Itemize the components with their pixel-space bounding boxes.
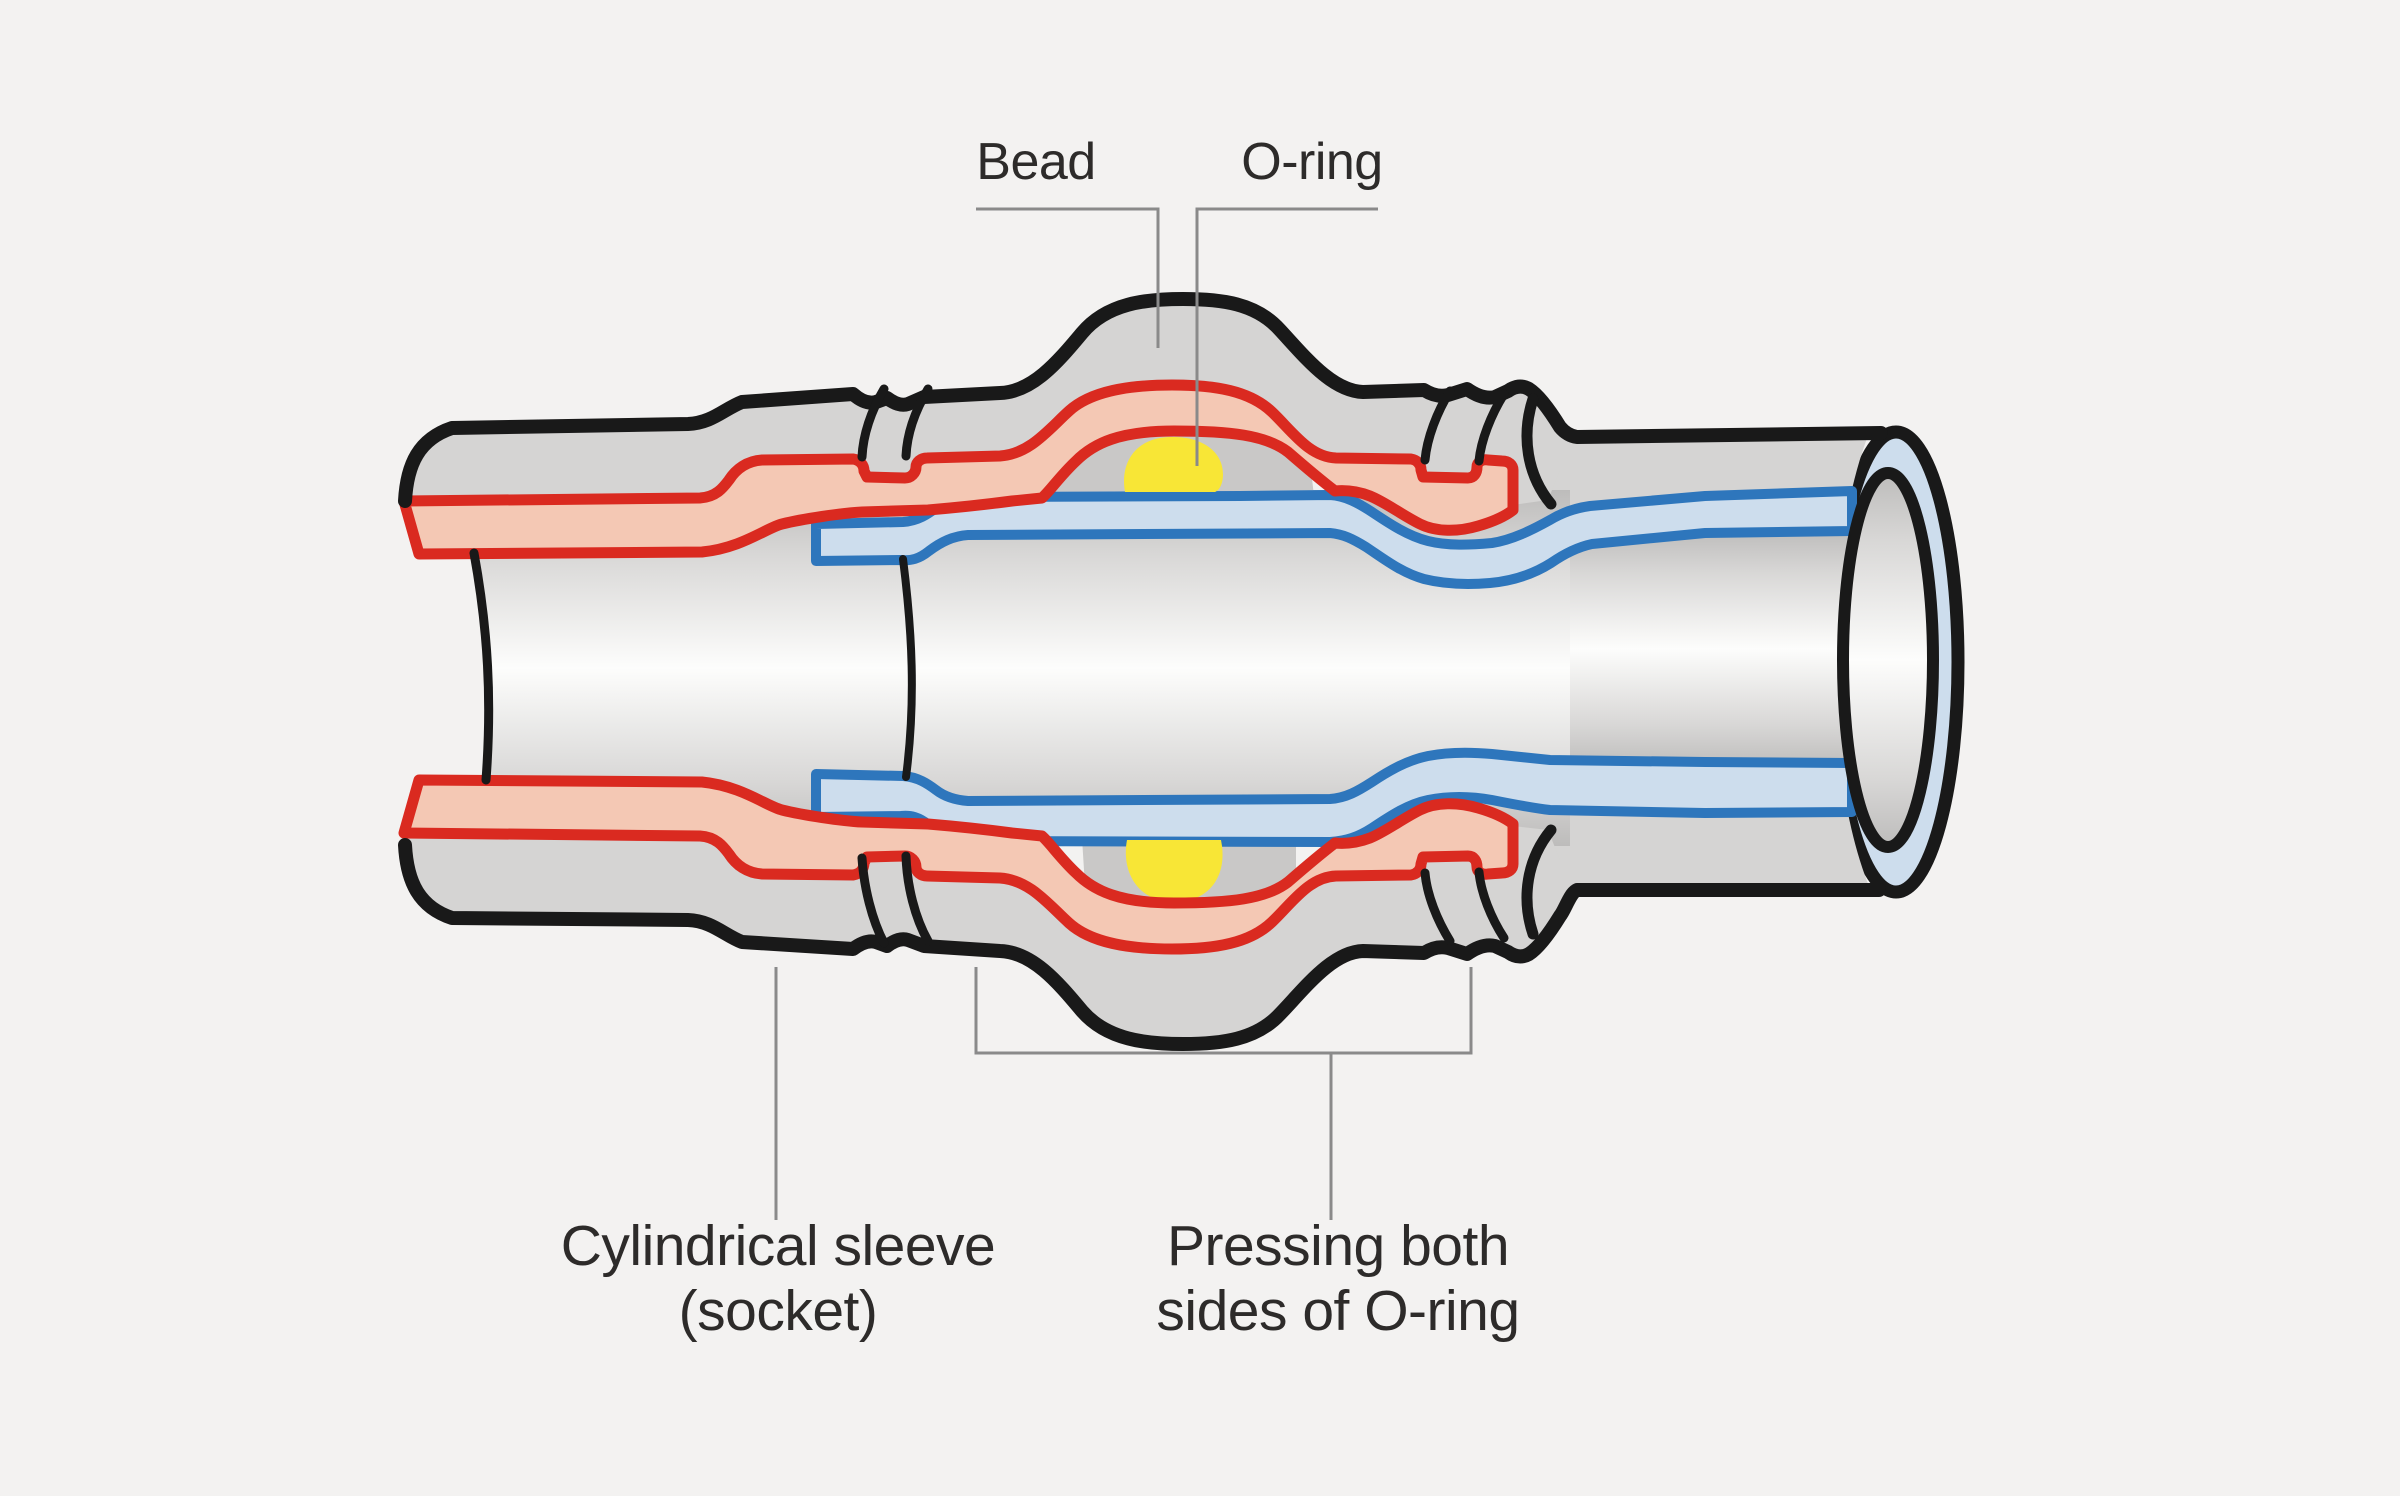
pipe-wall-upper [811, 486, 1857, 589]
socket-lip-edge-bottom [1521, 824, 1557, 940]
label-pressing: Pressing both sides of O-ring [1156, 1214, 1520, 1343]
pipe-bore-interior [1545, 530, 1851, 768]
press-mark-top-right-2 [1474, 389, 1509, 466]
press-mark-top-right-1 [1420, 386, 1455, 465]
o-ring-lower [1125, 840, 1223, 902]
label-oring: O-ring [1241, 133, 1383, 191]
press-mark-top-left-2 [901, 384, 933, 461]
socket-interior [473, 490, 1570, 846]
pipe-end-edge-inside [899, 555, 916, 781]
socket-top-outline [398, 292, 1888, 508]
leader-oring [1195, 207, 1378, 466]
outlines [398, 292, 1888, 1051]
press-mark-bottom-left-1 [857, 853, 889, 948]
socket-wall-upper [398, 379, 1519, 560]
press-mark-bottom-left-2 [901, 851, 933, 946]
socket-bottom-outline [398, 838, 1886, 1051]
socket-upper-shell [404, 299, 1577, 505]
socket-mouth-edge [469, 548, 494, 785]
press-ring-marks [857, 384, 1509, 948]
socket-wall-lower [398, 774, 1519, 955]
press-mark-top-left-1 [857, 384, 889, 462]
pipe-end-bore [1837, 467, 1939, 853]
label-bead: Bead [976, 133, 1096, 191]
socket-body [404, 299, 1577, 1044]
press-mark-bottom-right-1 [1420, 868, 1455, 946]
socket-wall-sections [398, 379, 1519, 955]
label-sleeve: Cylindrical sleeve (socket) [560, 1214, 996, 1343]
leader-bead [976, 207, 1160, 348]
socket-lip-edge-top [1521, 393, 1557, 510]
socket-lower-shell [404, 826, 1577, 1044]
leader-lines [774, 207, 1473, 1220]
press-mark-bottom-right-2 [1474, 867, 1509, 943]
leader-pressing-bracket [974, 967, 1473, 1055]
